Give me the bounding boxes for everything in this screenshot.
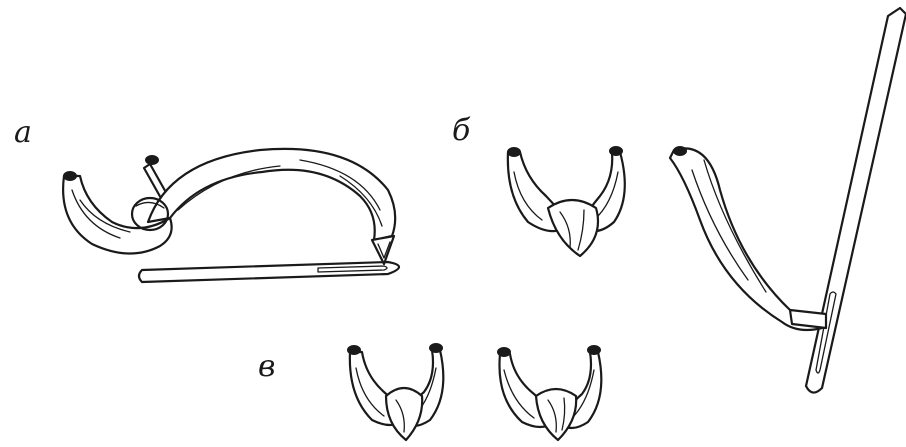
ribbon-knot-v1	[347, 343, 443, 440]
ribbon-arch	[148, 149, 395, 264]
ribbon-knot-b	[507, 146, 625, 256]
panel-a-illustration	[63, 149, 399, 282]
vertical-needle	[806, 8, 906, 393]
ribbon-knot-v2	[497, 345, 601, 440]
horizontal-needle	[139, 262, 399, 282]
panel-v-illustration	[347, 343, 601, 440]
panel-b-illustration	[507, 8, 906, 393]
ribbon-on-needle	[670, 146, 826, 330]
